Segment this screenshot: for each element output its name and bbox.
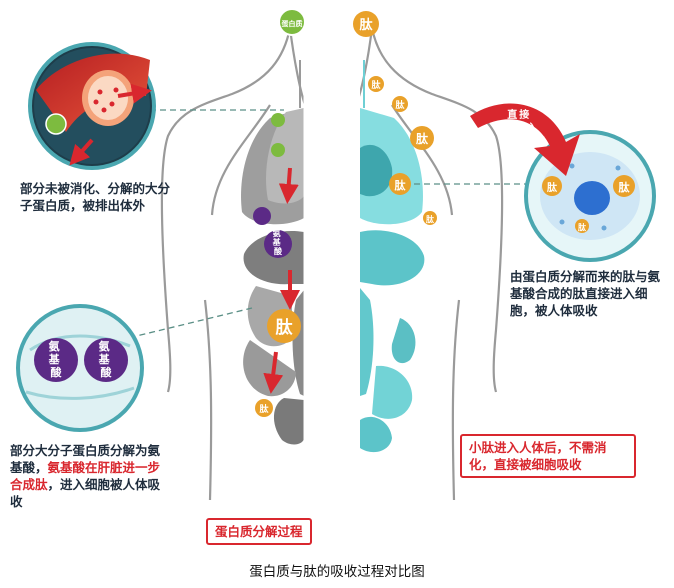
peptide-molecules [255,11,635,417]
peptide-label-cell-2: 肽 [619,180,631,194]
left-note-amino-tail: ，进入细胞被人体吸收 [10,477,161,509]
direct-entry-label: 直 接 进 入 细 胞 [507,108,545,147]
peptide-label-4: 肽 [395,178,407,192]
peptide-label-cell-3: 肽 [578,222,587,232]
peptide-label-top: 肽 [359,18,373,33]
figure-caption: 蛋白质与肽的吸收过程对比图 [249,564,425,580]
amino-acid-label-right: 氨 基 酸 [98,339,114,379]
center-gap [304,20,360,520]
right-note-small-peptide: 小肽进入人体后，不需消化，直接被细胞吸收 [460,434,636,478]
amino-acid-molecules [34,207,292,382]
direct-entry-arrow [470,103,580,176]
right-note-peptide-entry: 由蛋白质分解而来的肽与氨基酸合成的肽直接进入细胞，被人体吸收 [510,269,661,318]
left-note-amino-black: 部分大分子蛋白质分解为氨基酸， [10,443,161,475]
amino-acid-label-liver: 氨 基 酸 [272,228,284,256]
peptide-label-2: 肽 [395,99,405,111]
peptide-label-1: 肽 [371,79,381,91]
process-label: 蛋白质分解过程 [206,518,312,545]
right-organs [360,108,425,453]
peptide-label-3: 肽 [416,131,429,146]
connector-lines [119,109,540,341]
amino-acid-label-left: 氨 基 酸 [48,339,64,379]
peptide-label-6: 肽 [259,403,269,415]
amino-acid-inset [16,304,144,432]
blood-vessel-inset [28,42,156,170]
digestion-arrows [263,167,300,394]
peptide-label-5: 肽 [426,214,435,224]
peptide-label-liver: 肽 [276,317,294,338]
protein-molecules [45,8,306,157]
left-note-amino-acid: 部分大分子蛋白质分解为氨基酸，氨基酸在肝脏进一步合成肽，进入细胞被人体吸收 [10,442,168,510]
protein-label-top: 蛋白质 [282,19,303,28]
peptide-label-cell-1: 肽 [547,181,558,194]
cell-inset [524,130,656,262]
left-organs [241,108,304,445]
left-note-amino-red: 氨基酸在肝脏进一步合成肽 [10,460,161,492]
left-note-unabsorbed: 部分未被消化、分解的大分子蛋白质，被排出体外 [20,181,171,213]
